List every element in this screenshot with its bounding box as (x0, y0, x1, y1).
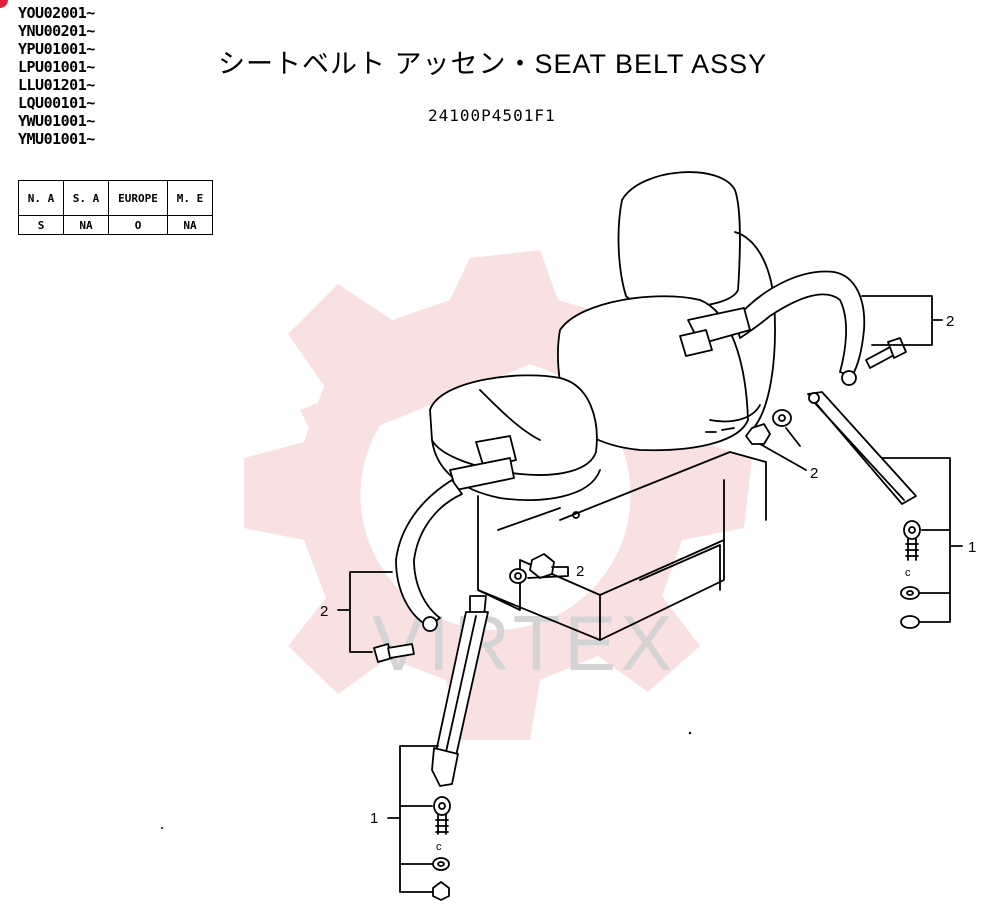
market-header-europe: EUROPE (108, 180, 168, 216)
nut-washer-right (745, 409, 792, 445)
seat-base (477, 451, 767, 641)
callout-bracket-left: 2 (320, 571, 393, 653)
market-table-header-row: N. A S. A EUROPE M. E (18, 180, 213, 216)
callout-bracket-kit-lower: 1 (370, 745, 439, 893)
buckle-belt-left (395, 435, 517, 632)
serial-number: YPU01001~ (18, 40, 95, 58)
retractor-belt-upper (679, 270, 866, 386)
callout-bracket-upper: 2 (861, 295, 954, 346)
serial-number: YMU01001~ (18, 130, 95, 148)
market-value-sa: NA (63, 215, 109, 235)
svg-text:c: c (436, 841, 442, 853)
serial-number: LLU01201~ (18, 76, 95, 94)
callout-number: 1 (968, 539, 976, 556)
svg-text:c: c (905, 567, 911, 579)
market-header-me: M. E (167, 180, 213, 216)
callout-bracket-washer-right: 2 (759, 427, 818, 482)
market-table-value-row: S NA O NA (18, 215, 213, 235)
callout-bracket-kit-right: 1 (881, 457, 976, 623)
callout-number: 2 (810, 465, 818, 482)
corner-marker (0, 0, 8, 8)
callout-number: 2 (576, 563, 584, 580)
callout-number: 2 (320, 603, 328, 620)
anchor-strap-lower (431, 595, 489, 787)
callout-bracket-washer-center: 2 (527, 563, 584, 580)
serial-number: LQU00101~ (18, 94, 95, 112)
callout-number: 1 (370, 810, 378, 827)
serial-number: YNU00201~ (18, 22, 95, 40)
serial-number: YOU02001~ (18, 4, 95, 22)
mount-kit-right: c (900, 520, 921, 629)
market-table: N. A S. A EUROPE M. E S NA O NA (18, 180, 213, 235)
seat-cushion (429, 374, 601, 501)
market-value-me: NA (167, 215, 213, 235)
serial-number-list: YOU02001~ YNU00201~ YPU01001~ LPU01001~ … (18, 4, 95, 148)
market-value-europe: O (108, 215, 168, 235)
serial-number: YWU01001~ (18, 112, 95, 130)
serial-number: LPU01001~ (18, 58, 95, 76)
bolt-upper-right (865, 337, 907, 369)
nut-washer-center (509, 553, 555, 584)
page-title: シートベルト アッセン・SEAT BELT ASSY (218, 49, 768, 79)
mount-kit-lower: c (432, 796, 451, 901)
market-header-na: N. A (18, 180, 64, 216)
part-number: 24100P4501F1 (428, 106, 556, 125)
bolt-lower-left (373, 643, 415, 663)
anchor-strap-right (807, 391, 917, 505)
market-header-sa: S. A (63, 180, 109, 216)
callout-number: 2 (946, 313, 954, 330)
